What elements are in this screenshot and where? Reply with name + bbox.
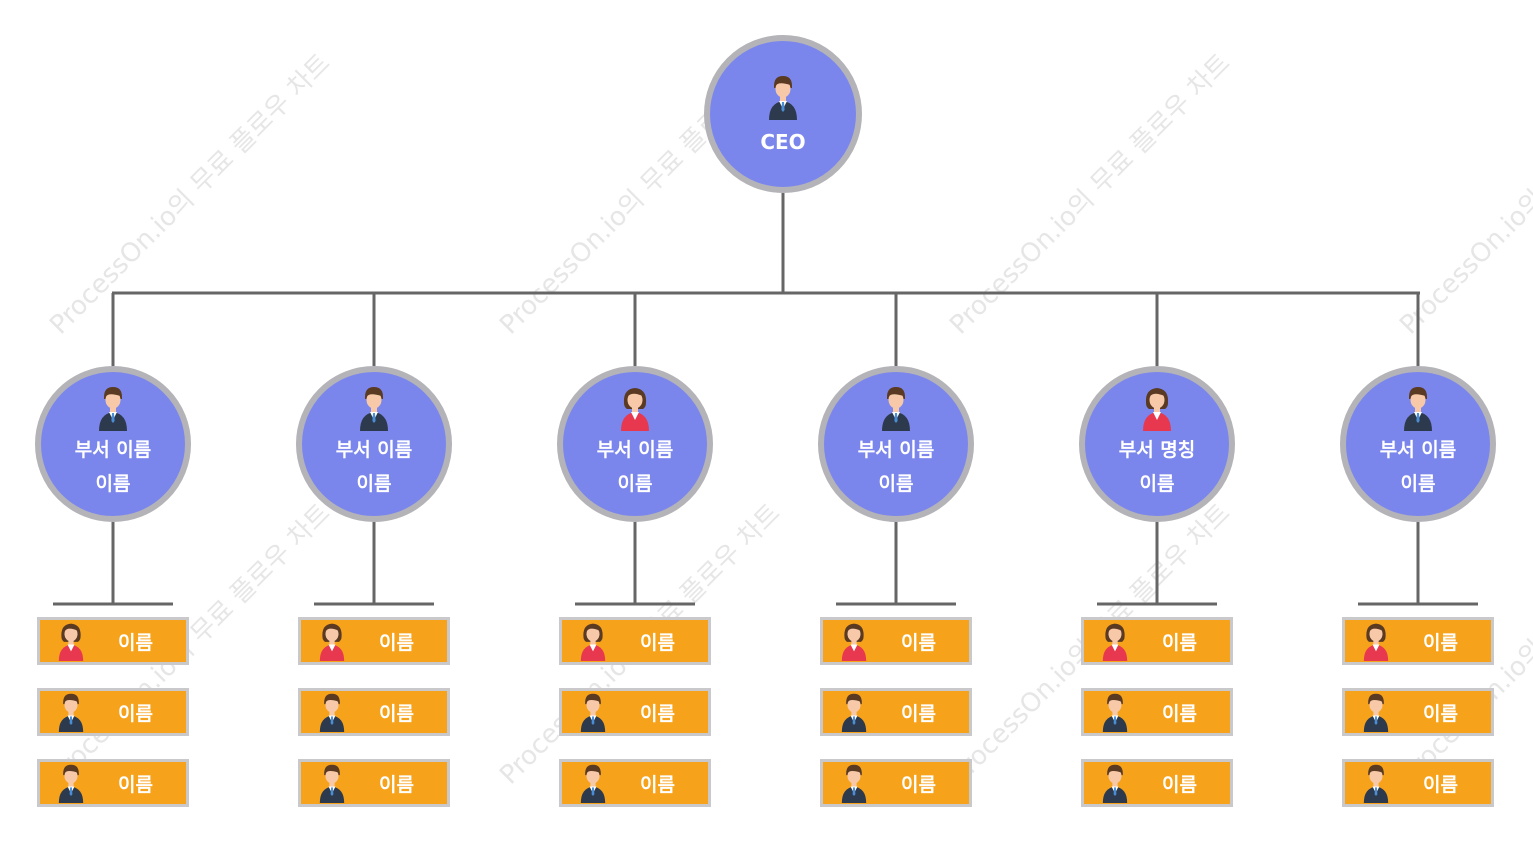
department-head-name: 이름	[878, 473, 914, 495]
male-avatar-icon	[1404, 387, 1432, 431]
department-head-name: 이름	[95, 473, 131, 495]
male-avatar-icon	[99, 387, 127, 431]
member-name: 이름	[640, 631, 675, 654]
female-avatar-icon	[580, 623, 606, 661]
department-name: 부서 이름	[1379, 439, 1457, 461]
member-name: 이름	[379, 773, 414, 796]
member-name: 이름	[118, 702, 153, 725]
male-avatar-icon	[841, 764, 867, 803]
member-card[interactable]: 이름	[1342, 759, 1494, 807]
female-avatar-icon	[841, 623, 867, 661]
male-avatar-icon	[841, 693, 867, 732]
member-card[interactable]: 이름	[298, 617, 450, 665]
department-name: 부서 이름	[335, 439, 413, 461]
member-name: 이름	[1162, 773, 1197, 796]
member-name: 이름	[1162, 631, 1197, 654]
department-head-name: 이름	[356, 473, 392, 495]
member-name: 이름	[1423, 702, 1458, 725]
department-head-name: 이름	[1400, 473, 1436, 495]
member-card[interactable]: 이름	[559, 617, 711, 665]
department-head-name: 이름	[1139, 473, 1175, 495]
department-name: 부서 이름	[596, 439, 674, 461]
member-card[interactable]: 이름	[1081, 759, 1233, 807]
member-card[interactable]: 이름	[37, 617, 189, 665]
member-card[interactable]: 이름	[559, 688, 711, 736]
department-name: 부서 명칭	[1118, 439, 1196, 461]
male-avatar-icon	[319, 764, 345, 803]
member-name: 이름	[901, 773, 936, 796]
member-name: 이름	[1423, 631, 1458, 654]
member-card[interactable]: 이름	[820, 617, 972, 665]
member-card[interactable]: 이름	[37, 759, 189, 807]
member-card[interactable]: 이름	[298, 759, 450, 807]
department-name: 부서 이름	[74, 439, 152, 461]
member-name: 이름	[901, 702, 936, 725]
male-avatar-icon	[58, 764, 84, 803]
member-card[interactable]: 이름	[37, 688, 189, 736]
department-name: 부서 이름	[857, 439, 935, 461]
member-card[interactable]: 이름	[820, 688, 972, 736]
member-name: 이름	[379, 702, 414, 725]
male-avatar-icon	[1363, 764, 1389, 803]
male-avatar-icon	[882, 387, 910, 431]
female-avatar-icon	[58, 623, 84, 661]
member-name: 이름	[1162, 702, 1197, 725]
member-card[interactable]: 이름	[1081, 688, 1233, 736]
male-avatar-icon	[58, 693, 84, 732]
male-avatar-icon	[580, 764, 606, 803]
male-avatar-icon	[1102, 693, 1128, 732]
member-card[interactable]: 이름	[1342, 688, 1494, 736]
female-avatar-icon	[1363, 623, 1389, 661]
male-avatar-icon	[1363, 693, 1389, 732]
male-avatar-icon	[360, 387, 388, 431]
female-avatar-icon	[1102, 623, 1128, 661]
member-card[interactable]: 이름	[1342, 617, 1494, 665]
male-avatar-icon	[319, 693, 345, 732]
member-name: 이름	[118, 631, 153, 654]
member-name: 이름	[901, 631, 936, 654]
member-card[interactable]: 이름	[1081, 617, 1233, 665]
member-name: 이름	[118, 773, 153, 796]
member-name: 이름	[640, 773, 675, 796]
member-card[interactable]: 이름	[298, 688, 450, 736]
member-card[interactable]: 이름	[820, 759, 972, 807]
member-card[interactable]: 이름	[559, 759, 711, 807]
female-avatar-icon	[1143, 388, 1171, 431]
ceo-label: CEO	[760, 130, 806, 154]
female-avatar-icon	[621, 388, 649, 431]
male-avatar-icon	[580, 693, 606, 732]
member-name: 이름	[379, 631, 414, 654]
member-name: 이름	[1423, 773, 1458, 796]
member-name: 이름	[640, 702, 675, 725]
department-head-name: 이름	[617, 473, 653, 495]
male-avatar-icon	[769, 76, 797, 120]
male-avatar-icon	[1102, 764, 1128, 803]
female-avatar-icon	[319, 623, 345, 661]
ceo-node[interactable]: CEO	[704, 35, 862, 193]
